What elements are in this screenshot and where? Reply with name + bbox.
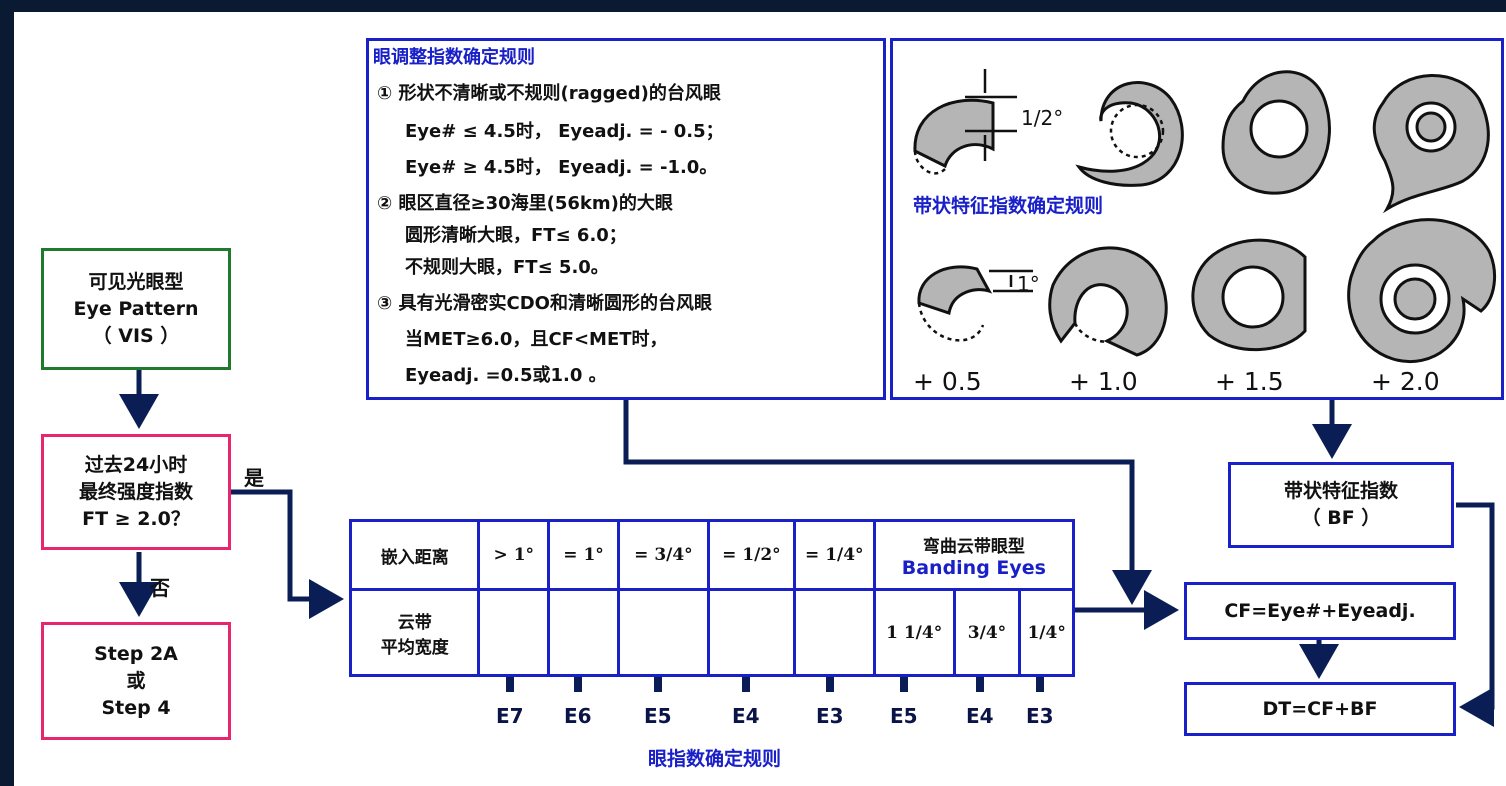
- banding-width-2: 3/4°: [952, 588, 1022, 677]
- banding-rules-box: 1/2° 1° 带状特征指数确定规则 + 0.5 + 1.0 + 1.5 + 2…: [890, 38, 1504, 400]
- width-cell-empty-2: [547, 588, 620, 677]
- rule-1a: Eye# ≤ 4.5时， Eyeadj. = - 0.5；: [405, 121, 724, 142]
- bf-box: 带状特征指数 （ BF ）: [1228, 462, 1454, 548]
- yes-label: 是: [244, 466, 264, 490]
- e-label-3: E5: [644, 704, 672, 728]
- banding-rules-title: 带状特征指数确定规则: [913, 195, 1104, 217]
- embed-cell-3: = 3/4°: [616, 518, 710, 592]
- e-label-4: E4: [732, 704, 760, 728]
- no-label: 否: [150, 576, 170, 600]
- banding-value-2: + 1.0: [1069, 367, 1138, 396]
- step-line3: Step 4: [101, 696, 171, 719]
- embed-cell-5: = 1/4°: [792, 518, 876, 592]
- embed-distance-header: 嵌入距离: [348, 518, 481, 592]
- dt-formula: DT=CF+BF: [1262, 697, 1378, 720]
- banding-value-4: + 2.0: [1371, 367, 1440, 396]
- eye-pattern-line2: Eye Pattern: [73, 297, 199, 320]
- eye-pattern-line1: 可见光眼型: [88, 270, 184, 293]
- width-header-line1: 云带: [397, 612, 432, 633]
- width-header: 云带 平均宽度: [348, 588, 481, 677]
- eye-number-table: 嵌入距离 > 1° = 1° = 3/4° = 1/2° = 1/4° 弯曲云带…: [348, 518, 1076, 677]
- rule-1b: Eye# ≥ 4.5时， Eyeadj. = -1.0。: [405, 157, 718, 178]
- banding-eyes-line1: 弯曲云带眼型: [922, 536, 1025, 557]
- step-line1: Step 2A: [94, 642, 178, 665]
- ft-question-line3: FT ≥ 2.0？: [82, 507, 190, 530]
- banding-value-3: + 1.5: [1215, 367, 1284, 396]
- eye-adjust-rules-box: 眼调整指数确定规则 ① 形状不清晰或不规则(ragged)的台风眼 Eye# ≤…: [366, 38, 886, 400]
- e-label-1: E7: [496, 704, 524, 728]
- rule-1: ① 形状不清晰或不规则(ragged)的台风眼: [377, 83, 721, 104]
- e-label-2: E6: [564, 704, 592, 728]
- width-cell-empty-1: [477, 588, 551, 677]
- rule-3: ③ 具有光滑密实CDO和清晰圆形的台风眼: [377, 293, 712, 314]
- bf-line1: 带状特征指数: [1283, 480, 1398, 502]
- banding-width-1: 1 1/4°: [872, 588, 956, 677]
- half-degree-label: 1/2°: [1021, 106, 1063, 130]
- cf-formula: CF=Eye#+Eyeadj.: [1224, 599, 1416, 622]
- width-cell-empty-3: [616, 588, 710, 677]
- banding-shapes: 1/2° 1°: [913, 69, 1496, 363]
- ft-question-box: 过去24小时 最终强度指数 FT ≥ 2.0？: [41, 434, 231, 550]
- ft-question-line1: 过去24小时: [84, 453, 188, 476]
- eye-pattern-line3: （ VIS ）: [92, 324, 180, 347]
- rule-2: ② 眼区直径≥30海里(56km)的大眼: [377, 193, 673, 214]
- eye-pattern-box: 可见光眼型 Eye Pattern （ VIS ）: [41, 248, 231, 370]
- connector-arrows: [119, 369, 1495, 727]
- e-label-5: E3: [816, 704, 844, 728]
- rule-2b: 不规则大眼，FT≤ 5.0。: [405, 257, 609, 278]
- ft-question-line2: 最终强度指数: [78, 480, 193, 503]
- banding-eyes-line2: Banding Eyes: [901, 556, 1046, 579]
- width-cell-empty-5: [792, 588, 876, 677]
- width-header-line2: 平均宽度: [380, 637, 449, 658]
- embed-cell-2: = 1°: [547, 518, 620, 592]
- rule-2a: 圆形清晰大眼，FT≤ 6.0；: [405, 225, 627, 246]
- eye-adjust-rules-title: 眼调整指数确定规则: [373, 47, 535, 68]
- banding-value-1: + 0.5: [913, 367, 982, 396]
- embed-cell-1: > 1°: [477, 518, 551, 592]
- step-line2: 或: [126, 669, 146, 692]
- one-degree-label: 1°: [1017, 272, 1040, 296]
- embed-cell-4: = 1/2°: [706, 518, 796, 592]
- e-label-6: E5: [890, 704, 918, 728]
- e-label-8: E3: [1026, 704, 1054, 728]
- step-box: Step 2A 或 Step 4: [41, 622, 231, 740]
- e-label-7: E4: [966, 704, 994, 728]
- bf-line2: （ BF ）: [1301, 507, 1381, 529]
- width-cell-empty-4: [706, 588, 796, 677]
- eye-table-caption: 眼指数确定规则: [648, 748, 782, 770]
- cf-box: CF=Eye#+Eyeadj.: [1184, 582, 1456, 640]
- rule-3b: Eyeadj. =0.5或1.0 。: [405, 365, 607, 386]
- diagram-canvas: 可见光眼型 Eye Pattern （ VIS ） 过去24小时 最终强度指数 …: [14, 12, 1506, 786]
- banding-eyes-header: 弯曲云带眼型 Banding Eyes: [872, 518, 1076, 592]
- dt-box: DT=CF+BF: [1184, 682, 1456, 736]
- banding-width-3: 1/4°: [1018, 588, 1075, 677]
- rule-3a: 当MET≥6.0，且CF<MET时，: [405, 329, 668, 350]
